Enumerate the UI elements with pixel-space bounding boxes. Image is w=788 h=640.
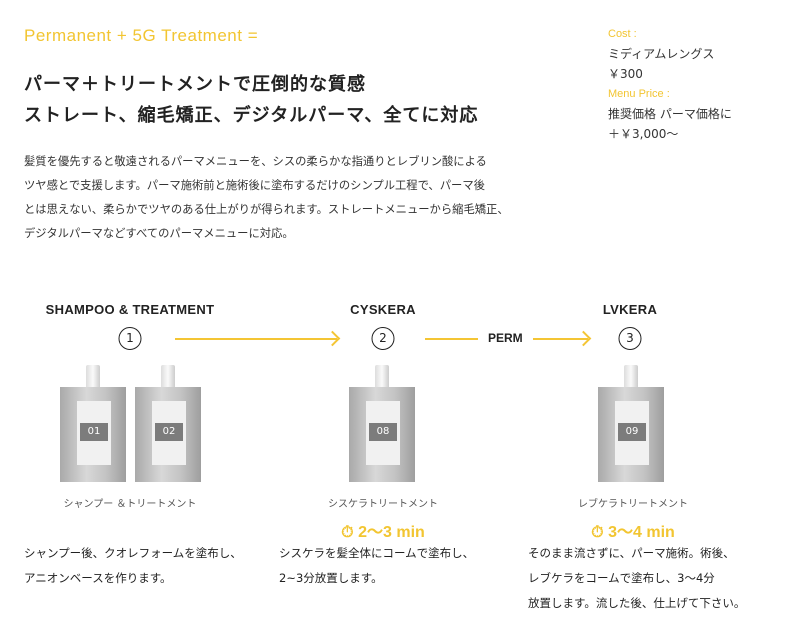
perm-label: PERM <box>488 331 523 345</box>
product-pouch-02: 02 <box>135 365 201 482</box>
desc-line: そのまま流さずに、パーマ施術。術後、 <box>528 546 735 560</box>
step-description-2: シスケラを髪全体にコームで塗布し、 2~3分放置します。 <box>279 541 474 591</box>
step-description-3: そのまま流さずに、パーマ施術。術後、 レブケラをコームで塗布し、3～4分 放置し… <box>528 541 745 616</box>
product-pouch-01: 01 <box>60 365 126 482</box>
price-line: 推奨価格 パーマ価格に <box>608 107 732 121</box>
cost-line: ミディアムレングス <box>608 47 715 61</box>
product-caption-1: シャンプー ＆トリートメント <box>63 499 197 510</box>
step-number-3: 3 <box>618 327 642 350</box>
product-caption-2: シスケラトリートメント <box>328 499 438 510</box>
desc-line: アニオンベースを作ります。 <box>24 571 172 585</box>
product-number: 01 <box>80 423 108 441</box>
timer-3: ⏱ 3～4 min <box>591 518 675 542</box>
price-label: Menu Price : <box>608 88 670 100</box>
product-pouch-09: 09 <box>598 365 664 482</box>
step-number-1: 1 <box>118 327 142 350</box>
timer-value: 3～4 min <box>608 524 675 541</box>
cost-value: ￥300 <box>608 67 643 81</box>
product-number: 09 <box>618 423 646 441</box>
step-number-2: 2 <box>371 327 395 350</box>
paragraph-line: 髪質を優先すると敬遠されるパーマメニューを、シスの柔らかな指通りとレブリン酸によ… <box>24 155 487 168</box>
paragraph-line: デジタルパーマなどすべてのパーマメニューに対応。 <box>24 227 294 240</box>
cost-label: Cost : <box>608 28 637 40</box>
description-paragraph: 髪質を優先すると敬遠されるパーマメニューを、シスの柔らかな指通りとレブリン酸によ… <box>24 150 564 246</box>
step-title-1: SHAMPOO & TREATMENT <box>45 302 215 317</box>
product-caption-3: レブケラトリートメント <box>578 499 688 510</box>
paragraph-line: ツヤ感とで支援します。パーマ施術前と施術後に塗布するだけのシンプル工程で、パーマ… <box>24 179 485 192</box>
arrow-right-icon <box>533 338 588 340</box>
price-value: ＋￥3,000～ <box>608 127 679 141</box>
product-number: 08 <box>369 423 397 441</box>
paragraph-line: とは思えない、柔らかでツヤのある仕上がりが得られます。ストレートメニューから縮毛… <box>24 203 509 216</box>
line-divider <box>425 338 478 340</box>
step-title-2: CYSKERA <box>350 302 416 317</box>
cost-info: Cost : ミディアムレングス ￥300 <box>608 24 714 84</box>
desc-line: 2~3分放置します。 <box>279 571 383 585</box>
desc-line: レブケラをコームで塗布し、3～4分 <box>528 571 715 585</box>
step-title-3: LVKERA <box>602 302 658 317</box>
stopwatch-icon: ⏱ <box>341 524 354 541</box>
desc-line: シャンプー後、クオレフォームを塗布し、 <box>24 546 242 560</box>
desc-line: 放置します。流した後、仕上げて下さい。 <box>528 596 746 610</box>
product-number: 02 <box>155 423 183 441</box>
stopwatch-icon: ⏱ <box>591 524 604 541</box>
menu-price-info: Menu Price : 推奨価格 パーマ価格に ＋￥3,000～ <box>608 84 732 144</box>
timer-2: ⏱ 2～3 min <box>341 518 425 542</box>
arrow-right-icon <box>175 338 337 340</box>
headline-line-2: ストレート、縮毛矯正、デジタルパーマ、全てに対応 <box>24 105 479 126</box>
desc-line: シスケラを髪全体にコームで塗布し、 <box>279 546 475 560</box>
page-title: Permanent + 5G Treatment = <box>24 26 259 45</box>
headline-line-1: パーマ＋トリートメントで圧倒的な質感 <box>24 74 366 95</box>
product-pouch-08: 08 <box>349 365 415 482</box>
step-description-1: シャンプー後、クオレフォームを塗布し、 アニオンベースを作ります。 <box>24 541 242 591</box>
timer-value: 2～3 min <box>358 524 425 541</box>
